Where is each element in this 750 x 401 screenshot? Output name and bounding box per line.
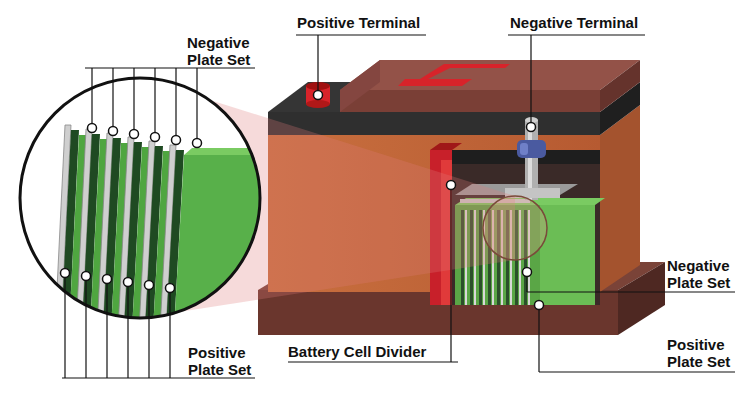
leader-line (538, 305, 539, 372)
lid-symbol (398, 64, 510, 86)
zoom-circle-border (20, 78, 260, 318)
part-label: Positive Plate Set (188, 344, 262, 378)
part-label: Negative Plate Set (667, 257, 741, 291)
leader-line (530, 35, 531, 127)
part-label: Negative Terminal (510, 14, 660, 31)
negative-terminal-post (517, 140, 546, 158)
leader-line (288, 361, 458, 362)
leader-dot (172, 136, 181, 145)
part-label: Positive Terminal (297, 14, 447, 31)
leader-line (106, 279, 107, 378)
leader-dot (61, 91, 544, 310)
leader-dot (124, 278, 133, 287)
cutaway-interior (540, 205, 595, 305)
battery-lid (340, 90, 600, 112)
leader-dot (130, 130, 139, 139)
zoomed-plates (55, 125, 270, 330)
leader-line (508, 34, 645, 35)
leader-dot (109, 127, 118, 136)
leader-line (296, 34, 426, 35)
leader-dot (447, 181, 456, 190)
leader-line (450, 185, 451, 362)
leader-line (64, 273, 65, 378)
negative-terminal-post (505, 117, 560, 200)
leader-line (196, 68, 197, 143)
battery-lid (268, 60, 640, 112)
leader-dot (166, 284, 175, 293)
battery-lid (340, 60, 380, 112)
zoomed-plates (184, 148, 270, 155)
leader-dot (535, 301, 544, 310)
leader-line (148, 285, 149, 378)
part-label: Battery Cell Divider (288, 343, 468, 360)
battery-lid (600, 60, 640, 112)
leader-dot (145, 281, 154, 290)
leader-dot (527, 123, 536, 132)
leader-line (133, 68, 134, 134)
leader-line (169, 288, 170, 378)
leader-line (154, 68, 155, 137)
zoomed-plates (174, 155, 270, 330)
leader-dot (61, 269, 70, 278)
leader-line (127, 282, 128, 378)
leader-line (85, 276, 86, 378)
battery-case (600, 105, 640, 292)
leader-dot (88, 124, 97, 133)
lid-band (268, 112, 600, 135)
leader-dot (314, 91, 323, 100)
negative-terminal-post (520, 143, 528, 155)
positive-terminal-post (306, 100, 330, 108)
cell-divider (430, 143, 462, 150)
leader-dot (103, 275, 112, 284)
magnifier-lens (483, 196, 547, 260)
leader-line (527, 291, 735, 292)
cutaway-interior (430, 150, 600, 164)
leader-line (112, 68, 113, 131)
leader-dot (82, 272, 91, 281)
part-label: Positive Plate Set (667, 336, 741, 370)
leader-dot (193, 139, 202, 148)
battery-lid (340, 60, 640, 90)
leader-line (91, 68, 92, 128)
leader-line (539, 371, 735, 372)
leader-dot (151, 133, 160, 142)
leader-line (175, 68, 176, 140)
leader-line (317, 35, 318, 95)
leader-line (62, 35, 735, 378)
leader-dot (523, 268, 532, 277)
part-label: Negative Plate Set (187, 34, 261, 68)
